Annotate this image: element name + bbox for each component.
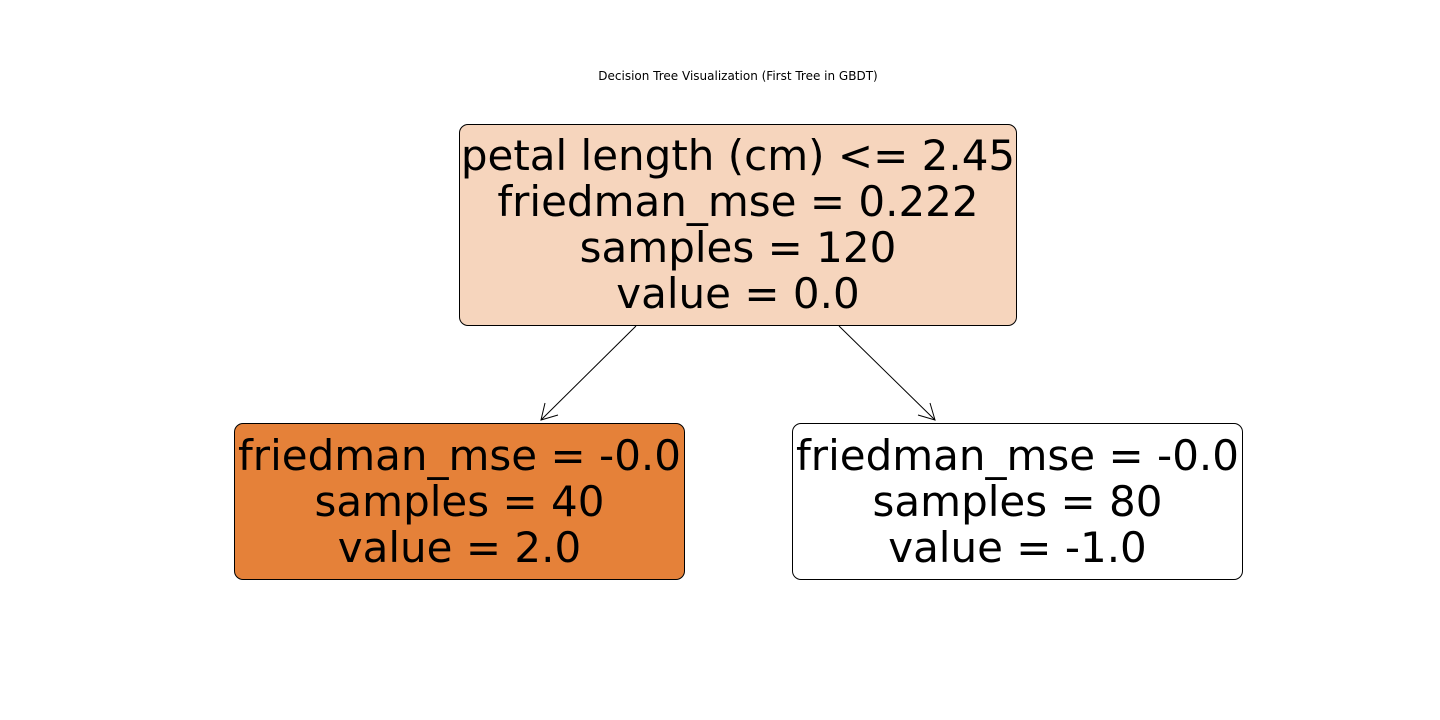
root-samples: samples = 120 (579, 223, 897, 272)
right-friedman-mse: friedman_mse = -0.0 (796, 430, 1239, 480)
right-value: value = -1.0 (888, 522, 1147, 572)
right-leaf-node: friedman_mse = -0.0 samples = 80 value =… (792, 423, 1243, 580)
root-friedman-mse: friedman_mse = 0.222 (497, 177, 979, 226)
root-split-condition: petal length (cm) <= 2.45 (460, 131, 1016, 180)
diagram-title: Decision Tree Visualization (First Tree … (598, 69, 878, 83)
arrowhead-icon (917, 402, 936, 421)
left-samples: samples = 40 (314, 476, 605, 526)
root-value: value = 0.0 (616, 269, 860, 318)
right-samples: samples = 80 (872, 476, 1163, 526)
edge-root-to-right (838, 325, 936, 421)
left-leaf-node: friedman_mse = -0.0 samples = 40 value =… (234, 423, 685, 580)
root-node: petal length (cm) <= 2.45 friedman_mse =… (459, 124, 1017, 326)
left-friedman-mse: friedman_mse = -0.0 (238, 430, 681, 480)
arrowhead-icon (540, 402, 559, 421)
edge-root-to-left (540, 325, 637, 421)
left-value: value = 2.0 (337, 522, 582, 572)
